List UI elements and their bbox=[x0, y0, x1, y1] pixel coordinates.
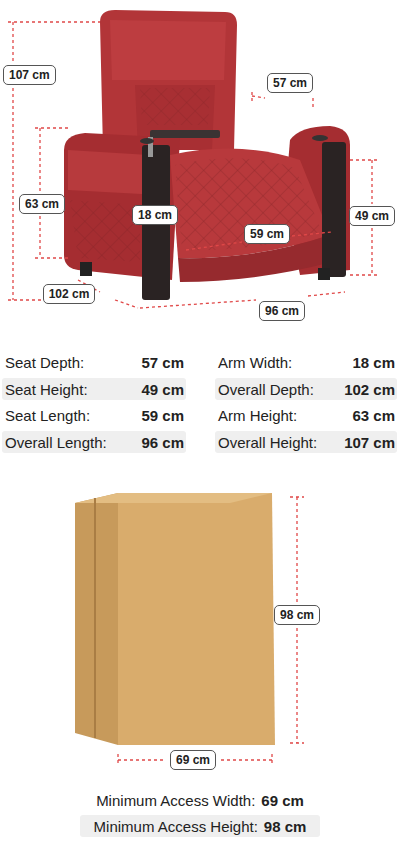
spec-value: 98 cm bbox=[264, 819, 307, 834]
dimension-tag: 63 cm bbox=[19, 194, 65, 214]
spec-label: Minimum Access Height: bbox=[94, 819, 258, 834]
dimension-tag: 98 cm bbox=[274, 605, 320, 625]
dimension-tag: 69 cm bbox=[170, 750, 216, 770]
dimension-tag: 57 cm bbox=[267, 73, 313, 93]
spec-label: Overall Length: bbox=[5, 435, 107, 450]
recliner bbox=[64, 10, 350, 300]
spec-label: Overall Height: bbox=[218, 435, 317, 450]
spec-label: Arm Width: bbox=[218, 355, 292, 370]
spec-value: 49 cm bbox=[141, 382, 184, 397]
spec-label: Minimum Access Width: bbox=[96, 793, 255, 808]
dimension-tag: 59 cm bbox=[244, 224, 290, 244]
spec-label: Seat Depth: bbox=[5, 355, 84, 370]
spec-label: Arm Height: bbox=[218, 408, 297, 423]
spec-value: 102 cm bbox=[344, 382, 395, 397]
spec-value: 59 cm bbox=[141, 408, 184, 423]
spec-value: 107 cm bbox=[344, 435, 395, 450]
dimension-tag: 49 cm bbox=[349, 206, 395, 226]
dimension-tag: 96 cm bbox=[259, 301, 305, 321]
dimension-tag: 107 cm bbox=[3, 65, 56, 85]
dimension-tag: 18 cm bbox=[132, 205, 178, 225]
dimension-tag: 102 cm bbox=[43, 284, 96, 304]
spec-label: Seat Length: bbox=[5, 408, 90, 423]
spec-label: Seat Height: bbox=[5, 382, 88, 397]
spec-value: 96 cm bbox=[141, 435, 184, 450]
spec-label: Overall Depth: bbox=[218, 382, 314, 397]
spec-value: 18 cm bbox=[352, 355, 395, 370]
shipping-box bbox=[75, 493, 275, 745]
spec-value: 69 cm bbox=[261, 793, 304, 808]
spec-value: 63 cm bbox=[352, 408, 395, 423]
spec-value: 57 cm bbox=[141, 355, 184, 370]
